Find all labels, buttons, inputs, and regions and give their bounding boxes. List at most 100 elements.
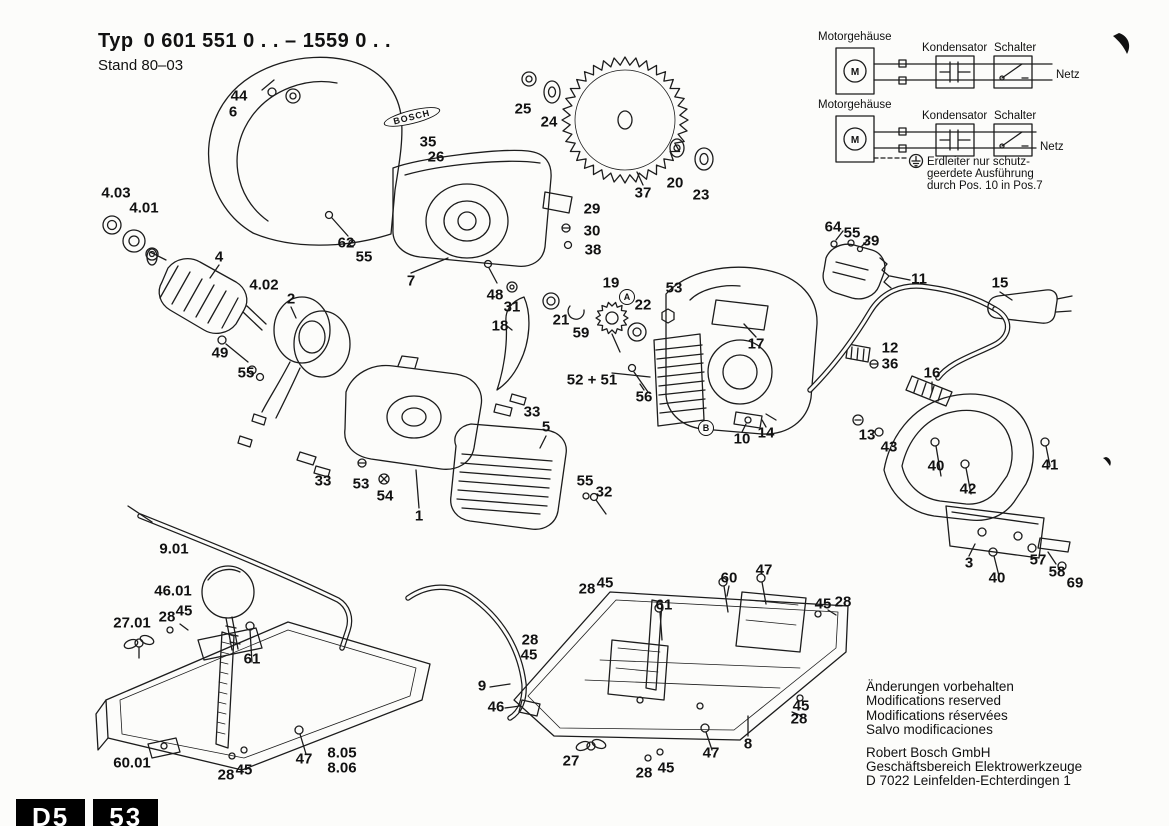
part-label-59: 59 (572, 324, 590, 342)
part-label-47: 47 (755, 561, 773, 579)
part-label-4.02: 4.02 (249, 276, 279, 294)
part-label-9: 9 (477, 677, 487, 695)
page-code-left: D5 (16, 799, 86, 826)
part-label-43: 43 (880, 438, 898, 456)
part-label-28: 28 (834, 593, 852, 611)
part-label-24: 24 (540, 113, 558, 131)
schematic1-title: Motorgehäuse (818, 31, 892, 43)
part-label-60.01: 60.01 (113, 754, 151, 772)
notice-line: Modifications réservées (866, 707, 1008, 723)
part-label-37: 37 (634, 184, 652, 202)
part-label-58: 58 (1048, 563, 1066, 581)
part-label-36: 36 (881, 355, 899, 373)
part-label-27.01: 27.01 (113, 614, 151, 632)
schalter-label-2: Schalter (994, 110, 1036, 122)
part-label-62: 62 (337, 234, 355, 252)
ink-marks (1103, 33, 1130, 466)
part-label-1: 1 (414, 507, 424, 525)
part-label-35: 35 (419, 133, 437, 151)
handle (883, 375, 1071, 577)
part-label-18: 18 (491, 317, 509, 335)
notice-line: Modifications reserved (866, 693, 1002, 709)
part-label-26: 26 (427, 148, 445, 166)
part-label-47: 47 (295, 750, 313, 768)
blade-guard (208, 56, 403, 246)
part-label-46: 46 (487, 698, 505, 716)
base-plate-centre (513, 573, 849, 762)
vent-cap (450, 423, 607, 530)
part-label-28: 28 (635, 764, 653, 782)
part-label-45: 45 (235, 761, 253, 779)
notice-line: Salvo modificaciones (866, 722, 993, 738)
netz-label-1: Netz (1056, 69, 1080, 81)
company-address: D 7022 Leinfelden-Echterdingen 1 (866, 773, 1071, 789)
armature-baffle (653, 333, 707, 427)
part-label-12: 12 (881, 339, 899, 357)
part-label-40: 40 (927, 457, 945, 475)
type-number: 0 601 551 0 . . – 1559 0 . . (143, 30, 392, 52)
part-label-30: 30 (583, 222, 601, 240)
part-label-28: 28 (578, 580, 596, 598)
part-label-60: 60 (720, 569, 738, 587)
part-label-4.03: 4.03 (101, 184, 131, 202)
part-label-45: 45 (596, 574, 614, 592)
part-label-47: 47 (702, 744, 720, 762)
motor-symbol-2: M (851, 135, 859, 146)
part-label-55: 55 (237, 364, 255, 382)
part-label-19: 19 (602, 274, 620, 292)
part-label-3: 3 (964, 554, 974, 572)
netz-label-2: Netz (1040, 141, 1064, 153)
part-label-6: 6 (228, 103, 238, 121)
part-label-28: 28 (521, 631, 539, 649)
earth-ground-icon (908, 153, 924, 169)
part-label-8.06: 8.06 (327, 759, 357, 777)
part-label-45: 45 (792, 697, 810, 715)
kondensator-label-1: Kondensator (922, 42, 987, 54)
company-name: Robert Bosch GmbH (866, 744, 991, 760)
part-label-15: 15 (991, 274, 1009, 292)
part-label-10: 10 (733, 430, 751, 448)
part-label-28: 28 (790, 710, 808, 728)
part-label-52+51: 52 + 51 (566, 371, 618, 389)
part-label-25: 25 (514, 100, 532, 118)
part-label-27: 27 (562, 752, 580, 770)
part-label-20: 20 (666, 174, 684, 192)
part-label-57: 57 (1029, 551, 1047, 569)
part-label-44: 44 (230, 87, 248, 105)
earth-note-line-3: durch Pos. 10 in Pos.7 (927, 180, 1043, 192)
part-label-13: 13 (858, 426, 876, 444)
motor-symbol: M (851, 67, 859, 78)
part-label-2: 2 (286, 290, 296, 308)
part-label-45: 45 (175, 602, 193, 620)
clamping-lever (483, 259, 585, 391)
part-label-45: 45 (657, 759, 675, 777)
part-label-17: 17 (747, 335, 765, 353)
part-label-28: 28 (158, 608, 176, 626)
part-label-61: 61 (243, 650, 261, 668)
part-label-40: 40 (988, 569, 1006, 587)
part-label-29: 29 (583, 200, 601, 218)
part-label-69: 69 (1066, 574, 1084, 592)
wiring-schematic-2: Motorgehäuse M Kondensator Schalter Netz… (818, 99, 1064, 192)
part-label-33: 33 (523, 403, 541, 421)
part-label-28: 28 (217, 766, 235, 784)
schematic2-title: Motorgehäuse (818, 99, 892, 111)
callout-b: B (698, 420, 714, 436)
switch-assembly (822, 230, 892, 369)
part-label-22: 22 (634, 296, 652, 314)
footer-text: Änderungen vorbehalten Modifications res… (866, 679, 1082, 789)
part-label-38: 38 (584, 241, 602, 259)
part-label-5: 5 (541, 418, 551, 436)
notice-line: Änderungen vorbehalten (866, 679, 1014, 694)
part-label-32: 32 (595, 483, 613, 501)
part-label-61: 61 (655, 596, 673, 614)
part-label-54: 54 (376, 487, 394, 505)
part-label-16: 16 (923, 364, 941, 382)
bearing-stack (102, 215, 159, 261)
part-label-39: 39 (862, 232, 880, 250)
part-label-8.05: 8.05 (327, 744, 357, 762)
